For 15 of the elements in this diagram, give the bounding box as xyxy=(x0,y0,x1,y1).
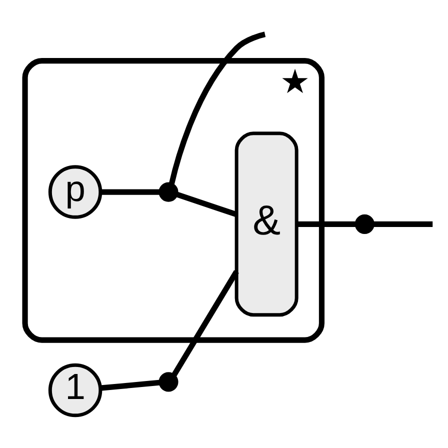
node-label: ★ xyxy=(280,64,310,101)
connector xyxy=(100,379,161,390)
node-dot xyxy=(158,182,178,202)
connector xyxy=(171,270,239,376)
node-circle: p xyxy=(48,164,102,218)
connector xyxy=(168,31,266,185)
cluster xyxy=(22,58,325,342)
node-box: & xyxy=(234,131,298,316)
node-dot xyxy=(354,214,374,234)
connector xyxy=(297,220,356,226)
connector xyxy=(100,188,160,194)
connector xyxy=(373,220,433,226)
node-circle: 1 xyxy=(48,362,102,417)
node-dot xyxy=(158,372,178,392)
connector xyxy=(176,191,238,217)
